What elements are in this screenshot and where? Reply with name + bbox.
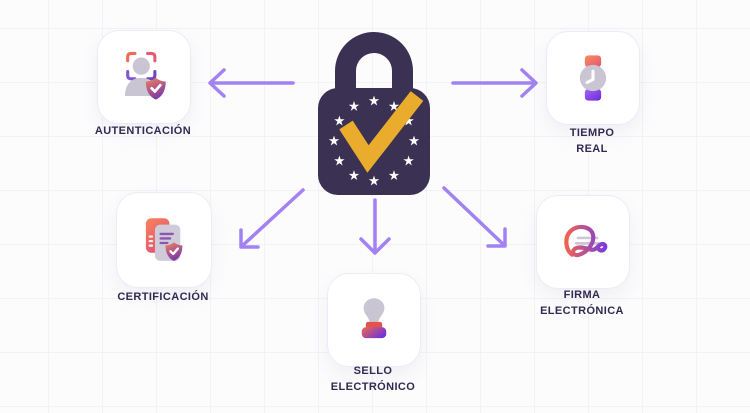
- card-firma-electronica: [536, 195, 630, 289]
- card-tiempo-real: [546, 31, 640, 125]
- certified-documents-icon: [145, 218, 183, 261]
- gold-checkmark: [339, 91, 424, 173]
- face-scan-shield-icon: [124, 51, 166, 100]
- arrow-to-certificacion: [239, 188, 305, 249]
- label-firma-electronica: FIRMA ELECTRÓNICA: [540, 289, 624, 317]
- label-tiempo-real: TIEMPO REAL: [569, 127, 615, 155]
- arrow-to-sello-electronico: [359, 198, 391, 255]
- eu-padlock-check-icon: [318, 32, 430, 195]
- smartwatch-clock-icon: [579, 55, 607, 101]
- card-autenticacion: [97, 30, 191, 124]
- arrow-to-tiempo-real: [451, 68, 538, 98]
- arrow-to-autenticacion: [208, 68, 295, 98]
- arrow-to-firma-electronica: [442, 186, 507, 248]
- label-certificacion: CERTIFICACIÓN: [117, 291, 209, 303]
- card-certificacion: [116, 192, 212, 288]
- stamp-icon: [361, 298, 387, 339]
- central-lock-node: [317, 30, 431, 196]
- label-autenticacion: AUTENTICACIÓN: [94, 125, 192, 137]
- card-sello-electronico: [327, 273, 421, 367]
- signature-icon: [564, 224, 608, 258]
- label-sello-electronico: SELLO ELECTRÓNICO: [330, 365, 416, 393]
